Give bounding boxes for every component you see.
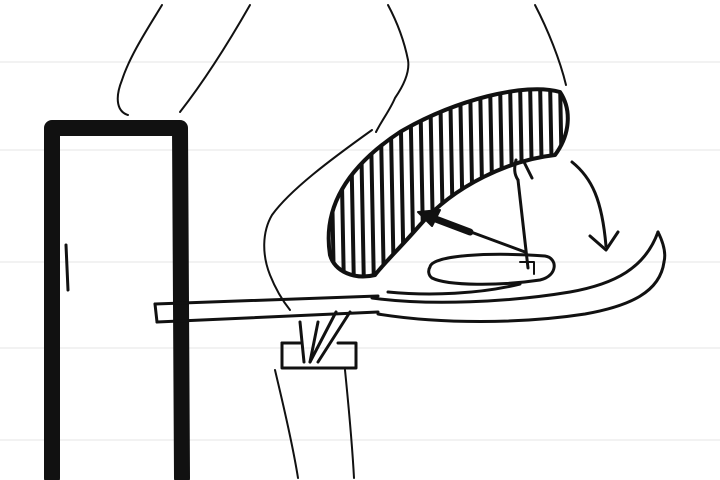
oval-pad	[429, 254, 555, 284]
hatch-line	[500, 80, 504, 290]
hatch-line	[370, 80, 374, 290]
hatch-line	[350, 80, 354, 290]
hatch-line	[510, 80, 514, 290]
arrow-curved	[572, 162, 618, 250]
curved-tray	[372, 232, 665, 322]
paper-rule-lines	[0, 62, 720, 440]
hatch-line	[410, 80, 414, 290]
hatch-line	[560, 80, 564, 290]
hatch-line	[490, 80, 494, 290]
hatch-line	[520, 80, 524, 290]
hatch-line	[570, 80, 574, 290]
hatch-line	[530, 80, 534, 290]
arrow-angled	[418, 210, 525, 252]
post-inner-mark	[66, 245, 68, 290]
hatch-line	[420, 80, 424, 290]
hatch-line	[360, 80, 364, 290]
hatch-line	[540, 80, 544, 290]
hatch-line	[430, 80, 434, 290]
hatch-line	[460, 80, 464, 290]
hatch-line	[380, 80, 384, 290]
hatch-line	[400, 80, 404, 290]
hatch-line	[480, 80, 484, 290]
clamp-bracket	[282, 312, 356, 368]
